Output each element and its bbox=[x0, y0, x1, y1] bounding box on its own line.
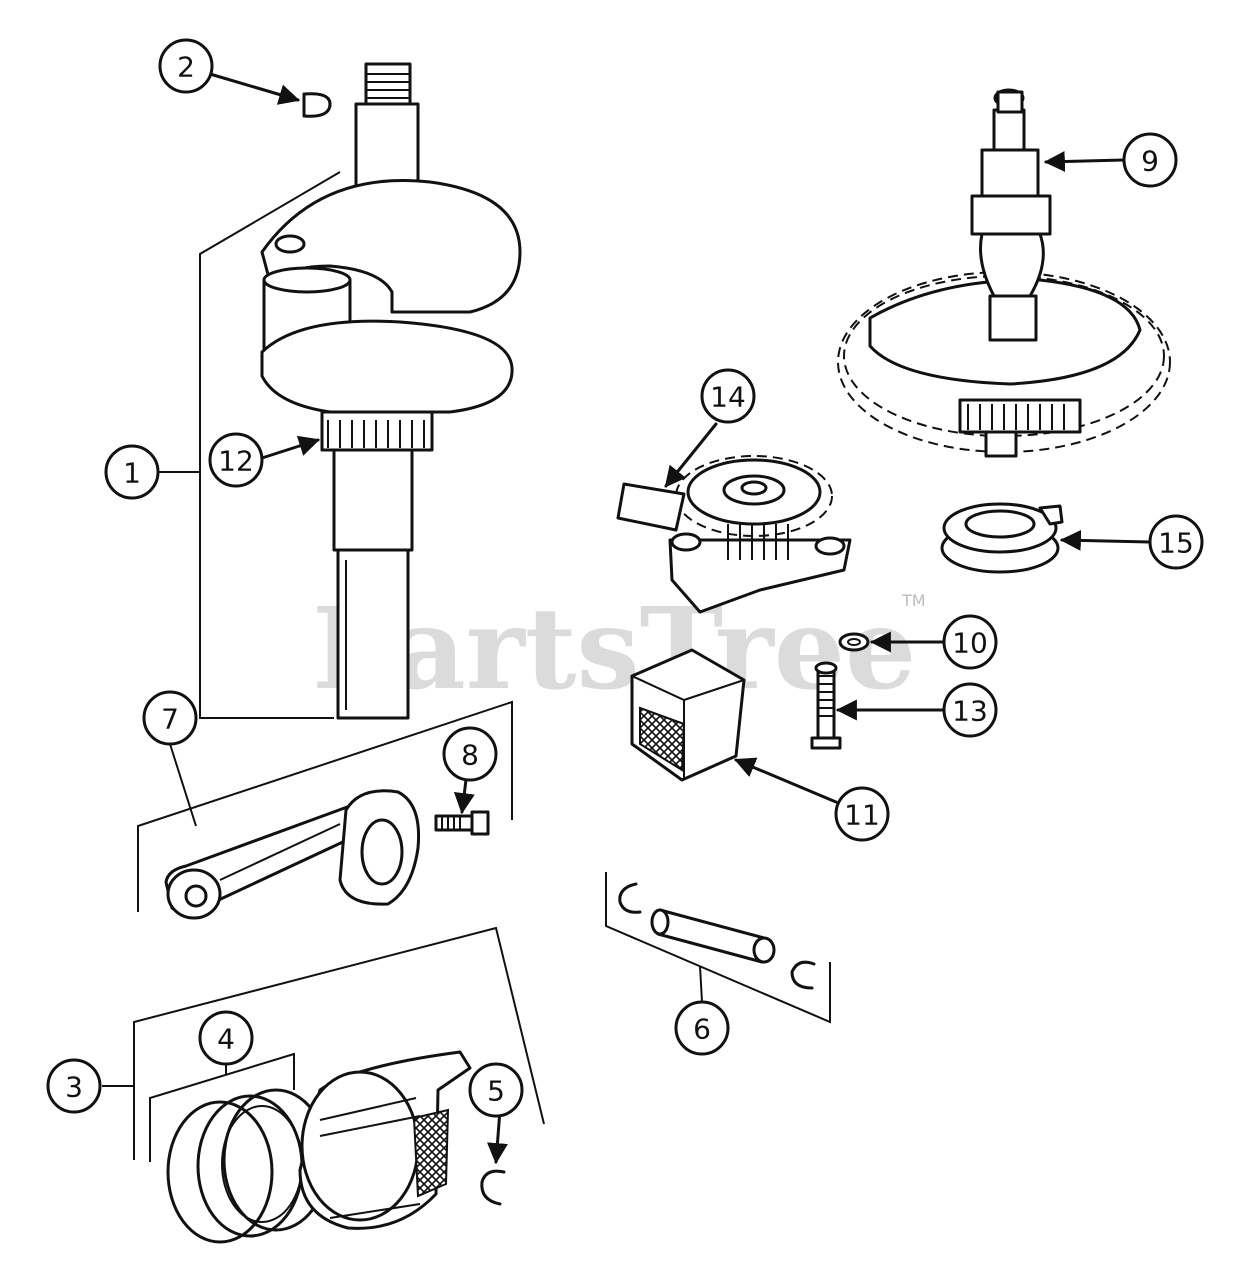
screw-part bbox=[810, 661, 946, 750]
connecting-rod-assembly bbox=[137, 700, 513, 920]
callout-15[interactable]: 15 bbox=[1148, 514, 1204, 570]
callout-7-label: 7 bbox=[161, 703, 179, 736]
piston-assembly bbox=[102, 926, 545, 1244]
callout-2-label: 2 bbox=[177, 51, 195, 84]
callout-8-label: 8 bbox=[461, 739, 479, 772]
callout-5[interactable]: 5 bbox=[468, 1062, 524, 1118]
callout-14[interactable]: 14 bbox=[700, 368, 756, 424]
callout-3-label: 3 bbox=[65, 1071, 83, 1104]
callout-14-label: 14 bbox=[710, 381, 746, 414]
callout-4-label: 4 bbox=[217, 1023, 235, 1056]
callout-6[interactable]: 6 bbox=[674, 1000, 730, 1056]
callout-11-label: 11 bbox=[844, 799, 880, 832]
callout-13-label: 13 bbox=[952, 695, 988, 728]
watermark-trademark: TM bbox=[901, 591, 926, 610]
callout-4[interactable]: 4 bbox=[198, 1010, 254, 1066]
callout-9-label: 9 bbox=[1141, 145, 1159, 178]
washer-part bbox=[838, 631, 946, 653]
callout-1[interactable]: 1 bbox=[104, 444, 160, 500]
callout-9[interactable]: 9 bbox=[1122, 132, 1178, 188]
retaining-ring-part bbox=[480, 1108, 508, 1206]
camshaft-part bbox=[837, 88, 1171, 458]
bushing-part bbox=[940, 502, 1152, 574]
callout-13[interactable]: 13 bbox=[942, 682, 998, 738]
callout-15-label: 15 bbox=[1158, 527, 1194, 560]
callout-11[interactable]: 11 bbox=[834, 786, 890, 842]
callout-12-label: 12 bbox=[218, 445, 254, 478]
crankshaft-bracket bbox=[158, 171, 341, 719]
callout-2[interactable]: 2 bbox=[158, 38, 214, 94]
wrist-pin-assembly bbox=[605, 872, 831, 1024]
callout-10-label: 10 bbox=[952, 627, 988, 660]
callout-8[interactable]: 8 bbox=[442, 726, 498, 782]
callout-5-label: 5 bbox=[487, 1075, 505, 1108]
callout-12[interactable]: 12 bbox=[208, 432, 264, 488]
crank-gear-leader bbox=[260, 435, 320, 460]
woodruff-key-part bbox=[208, 72, 332, 118]
callout-7[interactable]: 7 bbox=[142, 690, 198, 746]
governor-gear-part bbox=[616, 422, 852, 614]
filter-screen-part bbox=[630, 648, 838, 804]
watermark-text: PartsTree bbox=[312, 584, 916, 715]
callout-1-label: 1 bbox=[123, 457, 141, 490]
callout-3[interactable]: 3 bbox=[46, 1058, 102, 1114]
crankshaft-part bbox=[260, 62, 522, 720]
rod-bolt-part bbox=[434, 778, 490, 836]
callout-6-label: 6 bbox=[693, 1013, 711, 1046]
callout-10[interactable]: 10 bbox=[942, 614, 998, 670]
